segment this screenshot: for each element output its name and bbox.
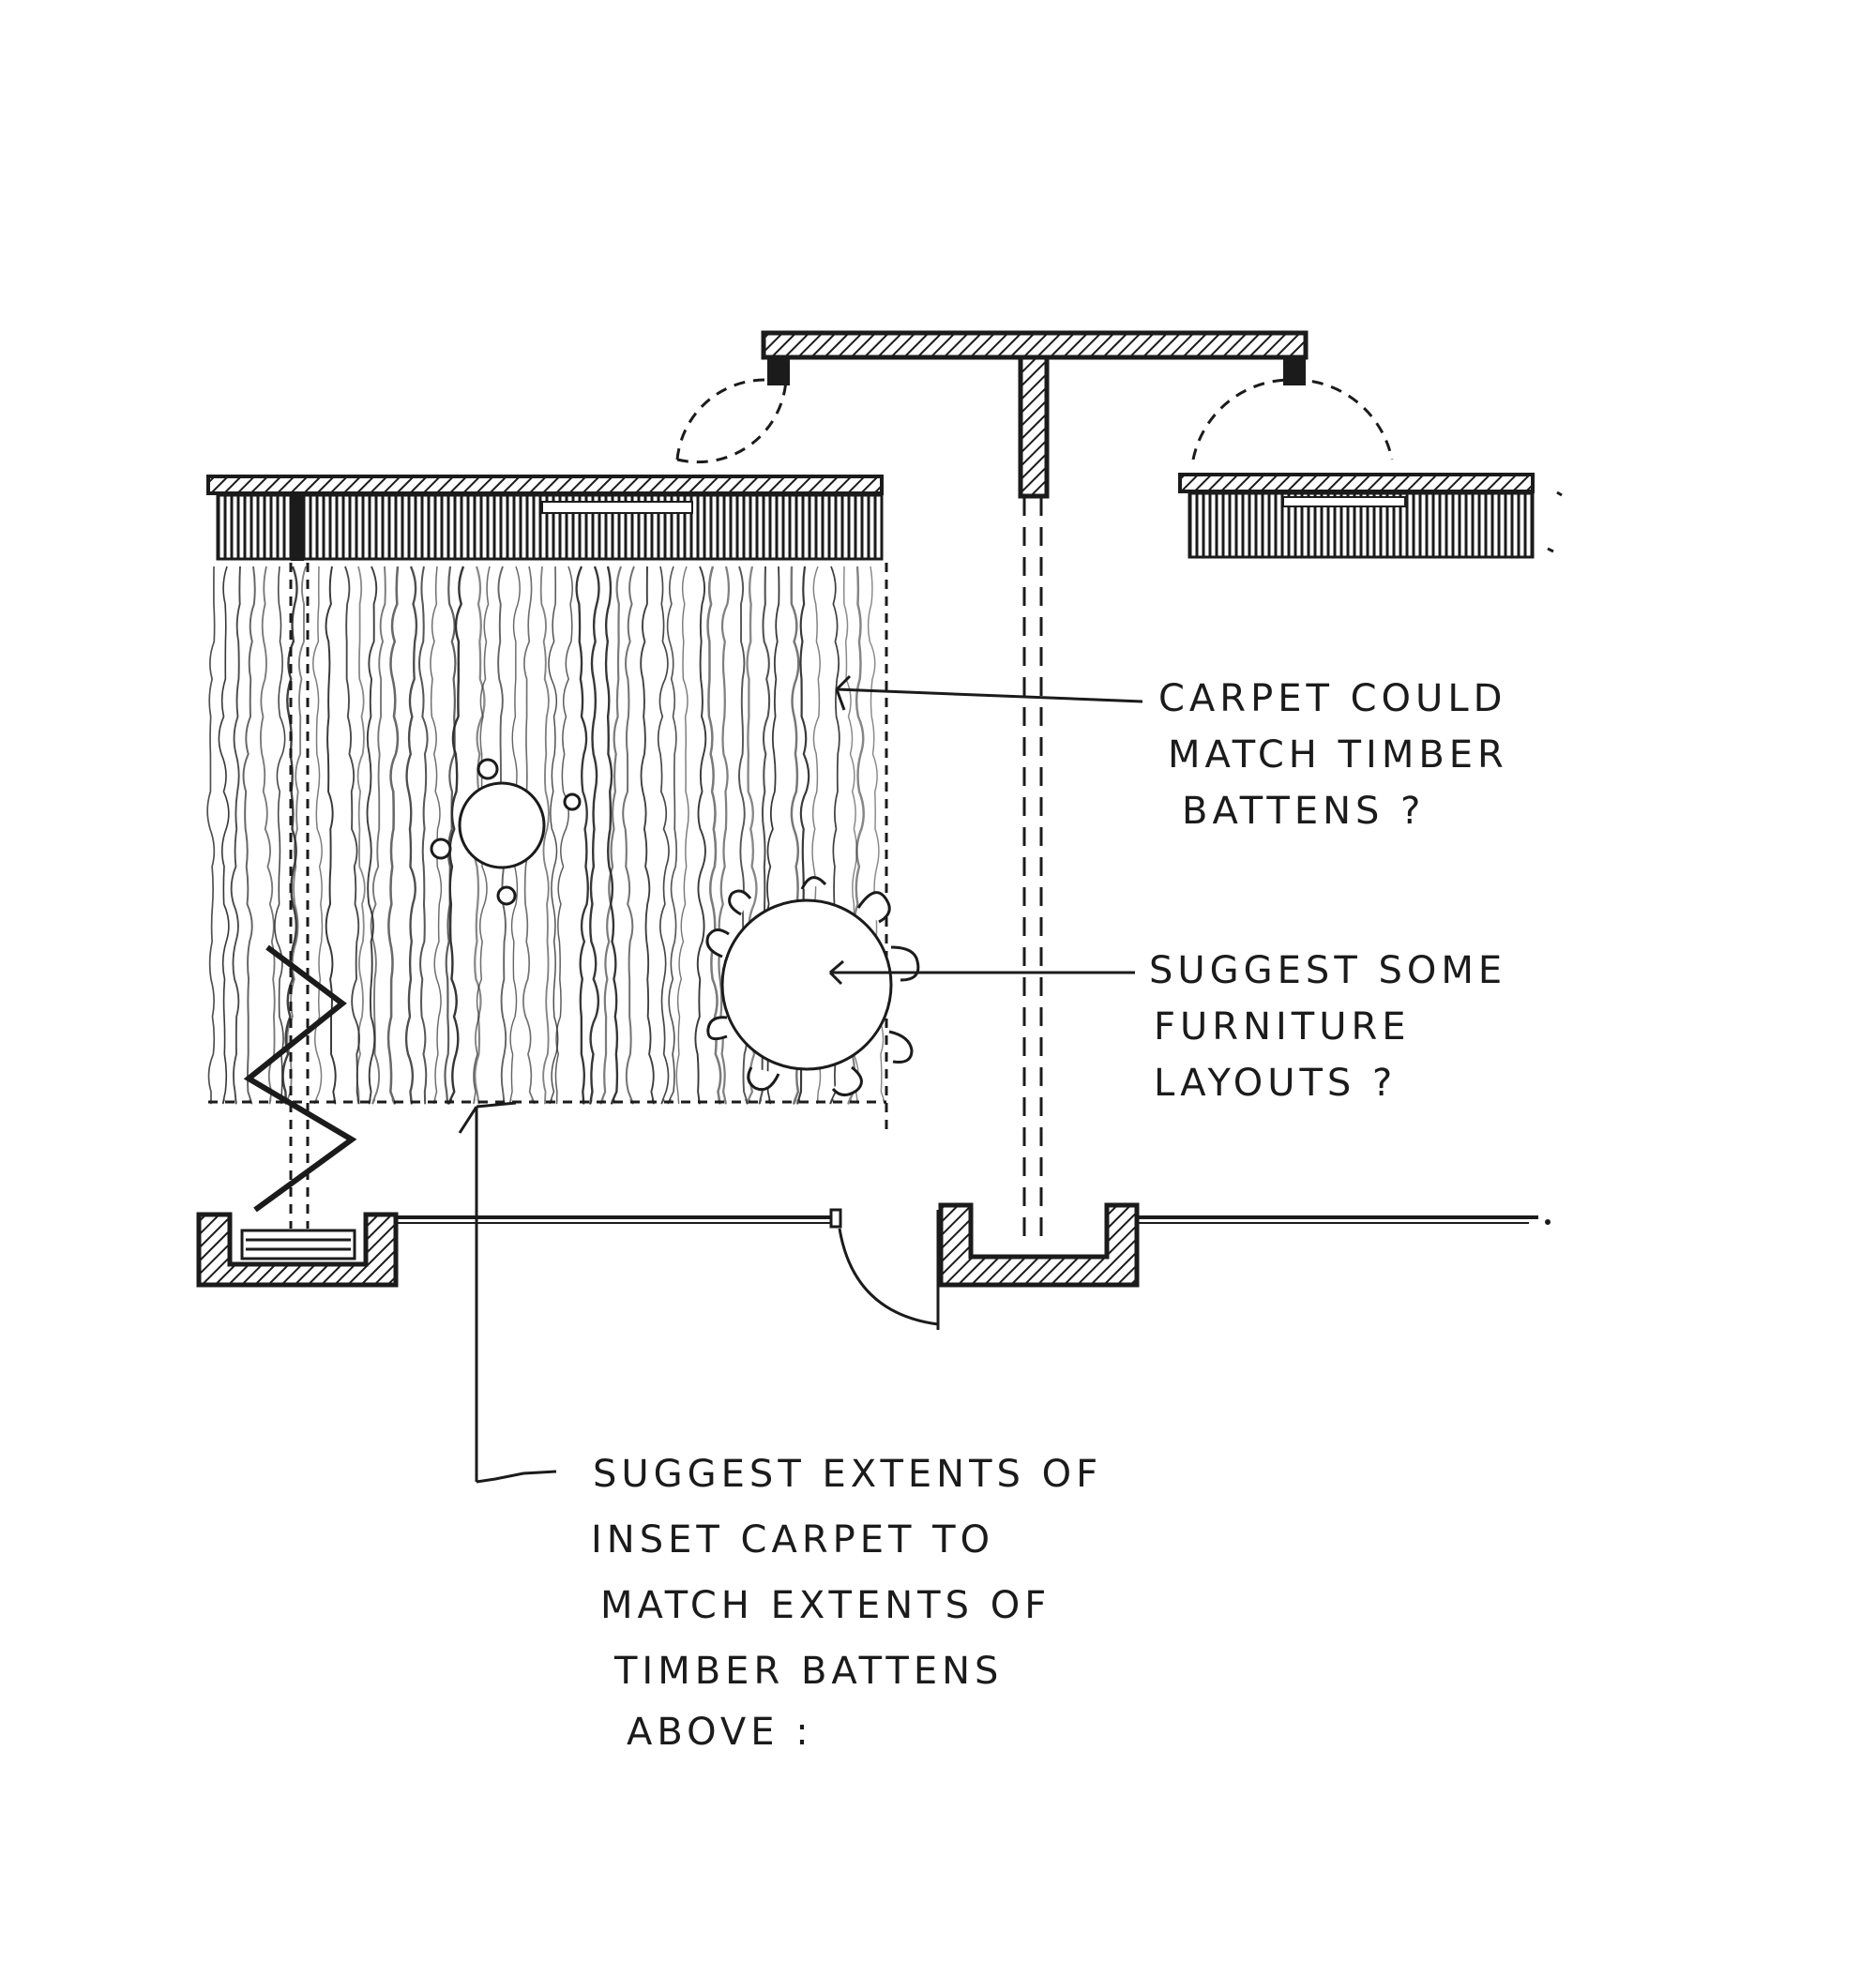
upper-left-wall [206, 475, 884, 561]
carpet-strand [666, 566, 678, 1105]
upper-left-wall-cap [206, 475, 884, 495]
carpet-strand [386, 566, 400, 1105]
corridor-dashed-lines [1022, 497, 1043, 1247]
bottom-left-wall [196, 1212, 399, 1288]
annotation-furniture: SUGGEST SOME FURNITURE LAYOUTS ? [1149, 949, 1506, 1105]
door-swing-right-b [1292, 378, 1394, 460]
carpet-strand [604, 566, 619, 1105]
carpet-strand [404, 566, 418, 1105]
door-swing-right [1191, 378, 1294, 460]
carpet-strand [285, 566, 307, 1105]
carpet-strand [554, 566, 573, 1105]
bottom-left-inset [240, 1229, 356, 1260]
chair-2i [728, 889, 752, 916]
bottom-center-wall [938, 1202, 1140, 1288]
furniture-cluster-1 [430, 758, 582, 906]
chair-2a [800, 876, 827, 890]
round-table-2 [720, 898, 893, 1071]
carpet-strand [539, 566, 550, 1105]
chair-2g [706, 1016, 728, 1041]
carpet-strand [356, 566, 366, 1105]
annotation-extents-line-2: INSET CARPET TO [591, 1518, 994, 1562]
carpet-strand [430, 566, 443, 1105]
chair-1c [430, 838, 452, 860]
furniture-cluster-2 [705, 876, 920, 1096]
carpet-strand [259, 566, 276, 1105]
wall-opening-right [1282, 496, 1406, 507]
chair-2b [856, 891, 891, 924]
bottom-center-wall-body [938, 1202, 1140, 1288]
chair-2d [888, 1030, 914, 1064]
carpet-strand [548, 566, 559, 1105]
annotation-extents: SUGGEST EXTENTS OF INSET CARPET TO MATCH… [591, 1453, 1102, 1754]
annotation-extents-line-3: MATCH EXTENTS OF [600, 1584, 1051, 1627]
door-swing-left [676, 379, 788, 464]
chair-1a [477, 758, 499, 780]
annotation-extents-line-1: SUGGEST EXTENTS OF [593, 1453, 1102, 1496]
upper-right-wall-cap [1178, 473, 1535, 493]
chair-2e [831, 1065, 863, 1096]
t-wall-stem [1018, 355, 1050, 499]
chair-2h [705, 928, 730, 958]
wall-opening-left [541, 501, 693, 514]
carpet-strand [867, 566, 886, 1105]
stair-zigzag [243, 944, 357, 1213]
annotation-furniture-line-2: FURNITURE [1154, 1005, 1411, 1049]
carpet-strand [312, 566, 324, 1105]
leader-furniture [828, 959, 1135, 986]
carpet-strand [206, 566, 216, 1105]
annotation-extents-line-4: TIMBER BATTENS [613, 1650, 1003, 1693]
door-swing-left-b [675, 378, 765, 460]
carpet-strand [218, 566, 230, 1105]
carpet-strand [657, 566, 670, 1105]
t-wall-jamb-left [767, 357, 790, 385]
chair-2f [747, 1066, 780, 1092]
annotation-carpet-timber: CARPET COULD MATCH TIMBER BATTENS ? [1158, 677, 1508, 833]
upper-right-wall [1178, 473, 1563, 559]
annotation-carpet-timber-line-2: MATCH TIMBER [1168, 733, 1508, 777]
annotation-carpet-timber-line-1: CARPET COULD [1158, 677, 1506, 720]
carpet-strand [242, 566, 256, 1105]
chair-1b [563, 792, 582, 811]
bottom-left-wall-body [196, 1212, 399, 1288]
inset-carpet [206, 566, 886, 1105]
carpet-strand [370, 566, 386, 1105]
carpet-strand [640, 566, 655, 1105]
annotation-extents-line-5: ABOVE : [627, 1711, 813, 1754]
carpet-strand [599, 566, 623, 1105]
annotation-furniture-line-1: SUGGEST SOME [1149, 949, 1506, 992]
door-swing-bottom [838, 1228, 939, 1326]
carpet-strand [274, 566, 286, 1105]
carpet-strand [444, 566, 457, 1105]
carpet-strand [230, 566, 241, 1105]
wall-pier-left [291, 493, 304, 561]
round-table-1 [458, 781, 546, 869]
carpet-strand [675, 566, 689, 1105]
carpet-strand [622, 566, 635, 1105]
carpet-strand [589, 566, 600, 1105]
carpet-strand [281, 566, 298, 1105]
carpet-boundary [208, 563, 888, 1229]
annotation-carpet-timber-line-3: BATTENS ? [1182, 790, 1425, 833]
chair-2c [890, 945, 920, 982]
leader-lines [458, 674, 1143, 1484]
carpet-strand [694, 566, 707, 1105]
top-t-wall [761, 330, 1309, 499]
carpet-strand [325, 566, 337, 1105]
chair-1d [496, 885, 517, 906]
leader-carpet-timber [835, 674, 1143, 711]
carpet-strand [575, 566, 589, 1105]
carpet-strand [418, 566, 429, 1105]
carpet-strand [344, 566, 360, 1105]
t-wall-top [761, 330, 1309, 360]
leader-extents [458, 1101, 557, 1484]
door-jamb [829, 1208, 842, 1229]
annotation-furniture-line-3: LAYOUTS ? [1154, 1062, 1397, 1105]
